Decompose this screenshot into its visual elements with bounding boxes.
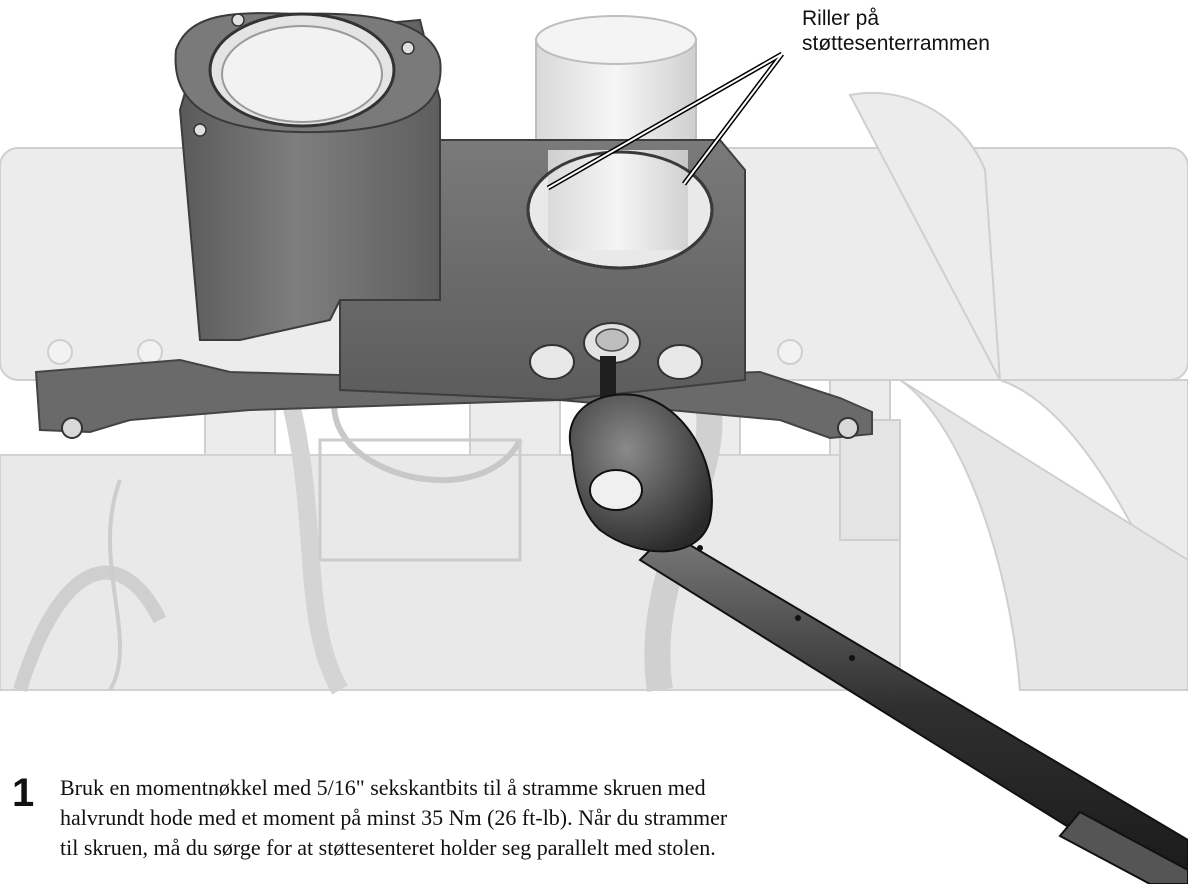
callout-label: Riller på støttesenterrammen [802, 6, 990, 56]
step-line-3: til skruen, må du sørge for at støttesen… [60, 835, 716, 860]
step-line-1: Bruk en momentnøkkel med 5/16" sekskantb… [60, 775, 706, 800]
step-number: 1 [12, 771, 35, 815]
callout-line-1: Riller på [802, 7, 880, 30]
step-text: Bruk en momentnøkkel med 5/16" sekskantb… [60, 773, 960, 863]
step-line-2: halvrundt hode med et moment på minst 35… [60, 805, 728, 830]
callout-line-2: støttesenterrammen [802, 32, 990, 55]
torque-wrench [569, 356, 1188, 884]
support-center-casting [34, 12, 873, 440]
